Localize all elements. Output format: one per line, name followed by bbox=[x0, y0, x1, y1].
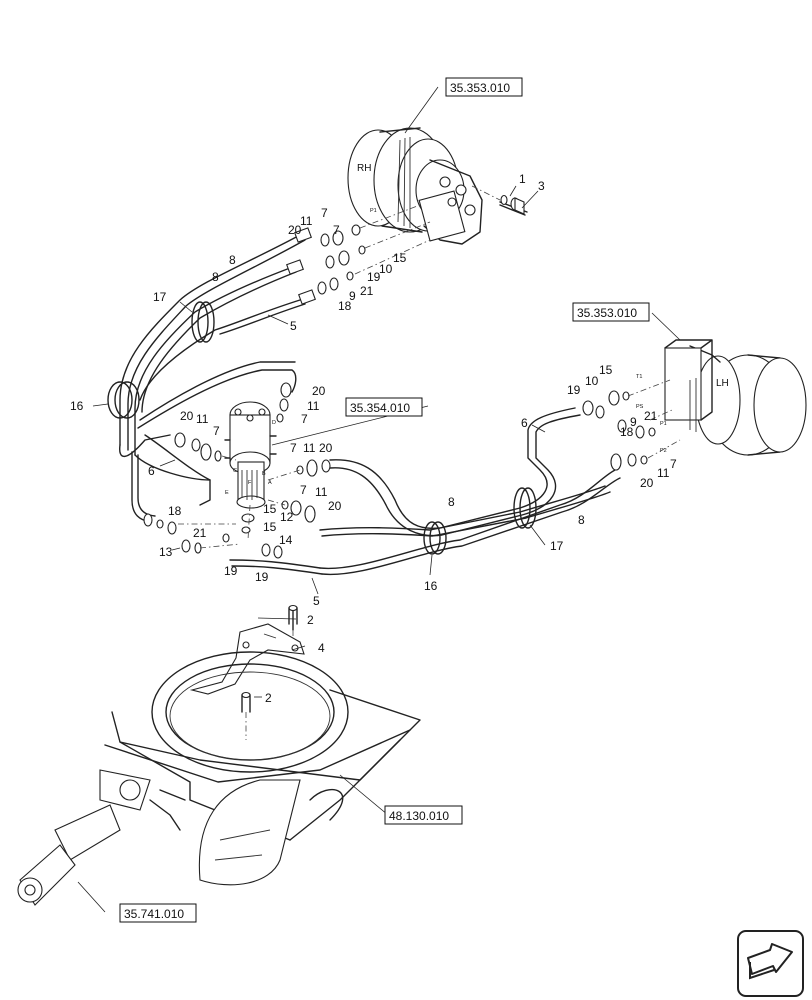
callout-7g: 7 bbox=[670, 457, 677, 471]
callout-16: 16 bbox=[70, 399, 84, 413]
callout-19d: 19 bbox=[567, 383, 581, 397]
callout-9b: 9 bbox=[630, 415, 637, 429]
port-label-e: E bbox=[225, 490, 229, 496]
callout-7e: 7 bbox=[290, 441, 297, 455]
callout-9: 9 bbox=[349, 289, 356, 303]
reference-swivel-text: 35.354.010 bbox=[350, 401, 410, 415]
callout-19: 19 bbox=[367, 270, 381, 284]
callout-20f: 20 bbox=[640, 476, 654, 490]
rh-travel-motor: RH P1 bbox=[347, 127, 483, 245]
callout-18b: 18 bbox=[168, 504, 182, 518]
callout-11f: 11 bbox=[657, 466, 670, 480]
callout-20d: 20 bbox=[319, 441, 333, 455]
callouts: 1 3 7 11 20 7 8 8 15 10 19 21 9 18 17 5 … bbox=[70, 172, 677, 705]
lh-travel-motor: LH T1 PS P1 P2 bbox=[636, 339, 807, 456]
callout-7b: 7 bbox=[333, 223, 340, 237]
callout-7d: 7 bbox=[213, 424, 220, 438]
callout-11d: 11 bbox=[303, 441, 316, 455]
callout-18: 18 bbox=[338, 299, 352, 313]
callout-20e: 20 bbox=[328, 499, 342, 513]
callout-6: 6 bbox=[148, 464, 155, 478]
callout-17: 17 bbox=[153, 290, 167, 304]
hoses-rh bbox=[107, 234, 306, 523]
callout-20c: 20 bbox=[180, 409, 194, 423]
bolt-assembly bbox=[471, 185, 528, 216]
callout-15b: 15 bbox=[263, 502, 277, 516]
callout-19c: 19 bbox=[255, 570, 269, 584]
callout-16b: 16 bbox=[424, 579, 438, 593]
port-label-b: B bbox=[262, 471, 266, 477]
callout-21c: 21 bbox=[644, 409, 658, 423]
callout-19b: 19 bbox=[224, 564, 238, 578]
callout-4: 4 bbox=[318, 641, 325, 655]
callout-7: 7 bbox=[321, 206, 328, 220]
fittings bbox=[143, 204, 681, 559]
next-page-arrow-icon[interactable] bbox=[737, 930, 804, 997]
callout-15: 15 bbox=[393, 251, 407, 265]
port-label-t1: T1 bbox=[636, 374, 642, 380]
port-label-c: C bbox=[233, 468, 237, 474]
callout-6b: 6 bbox=[521, 416, 528, 430]
callout-20b: 20 bbox=[312, 384, 326, 398]
callout-13: 13 bbox=[159, 545, 173, 559]
reference-box-cylinder[interactable]: 35.741.010 bbox=[119, 903, 197, 923]
callout-11b: 11 bbox=[307, 399, 320, 413]
callout-3: 3 bbox=[538, 179, 545, 193]
callout-2: 2 bbox=[307, 613, 314, 627]
reference-box-lh[interactable]: 35.353.010 bbox=[572, 302, 650, 322]
callout-11e: 11 bbox=[315, 485, 328, 499]
reference-rh-text: 35.353.010 bbox=[450, 81, 510, 95]
callout-8: 8 bbox=[229, 253, 236, 267]
port-label-p1: P1 bbox=[370, 208, 377, 214]
reference-box-swivel[interactable]: 35.354.010 bbox=[345, 397, 423, 417]
callout-1: 1 bbox=[519, 172, 526, 186]
bracket-and-frame bbox=[17, 604, 421, 906]
callout-10b: 10 bbox=[585, 374, 599, 388]
lh-label: LH bbox=[716, 378, 729, 389]
callout-18c: 18 bbox=[620, 425, 634, 439]
swivel-joint: B A C D E F bbox=[224, 401, 277, 509]
callout-11c: 11 bbox=[196, 412, 209, 426]
reference-box-rh[interactable]: 35.353.010 bbox=[445, 77, 523, 97]
rh-label: RH bbox=[357, 163, 371, 174]
port-label-f: F bbox=[248, 480, 252, 486]
callout-5b: 5 bbox=[313, 594, 320, 608]
reference-lh-text: 35.353.010 bbox=[577, 306, 637, 320]
callout-8d: 8 bbox=[578, 513, 585, 527]
callout-21: 21 bbox=[360, 284, 374, 298]
callout-14: 14 bbox=[279, 533, 293, 547]
port-label-a: A bbox=[268, 480, 272, 486]
callout-20: 20 bbox=[288, 223, 302, 237]
callout-21b: 21 bbox=[193, 526, 207, 540]
callout-8b: 8 bbox=[212, 270, 219, 284]
callout-7c: 7 bbox=[301, 412, 308, 426]
reference-box-frame[interactable]: 48.130.010 bbox=[384, 805, 463, 825]
callout-15c: 15 bbox=[263, 520, 277, 534]
callout-2b: 2 bbox=[265, 691, 272, 705]
port-label-p1-lh: P1 bbox=[660, 421, 667, 427]
callout-10: 10 bbox=[379, 262, 393, 276]
port-label-p2-lh: P2 bbox=[660, 448, 667, 454]
reference-cylinder-text: 35.741.010 bbox=[124, 907, 184, 921]
callout-7f: 7 bbox=[300, 483, 307, 497]
port-label-d: D bbox=[272, 420, 276, 426]
reference-frame-text: 48.130.010 bbox=[389, 809, 449, 823]
callout-5: 5 bbox=[290, 319, 297, 333]
callout-11: 11 bbox=[300, 214, 313, 228]
callout-15d: 15 bbox=[599, 363, 613, 377]
callout-17b: 17 bbox=[550, 539, 564, 553]
callout-12: 12 bbox=[280, 510, 294, 524]
callout-8c: 8 bbox=[448, 495, 455, 509]
leader-lines bbox=[77, 86, 681, 913]
port-label-ps: PS bbox=[636, 404, 644, 410]
